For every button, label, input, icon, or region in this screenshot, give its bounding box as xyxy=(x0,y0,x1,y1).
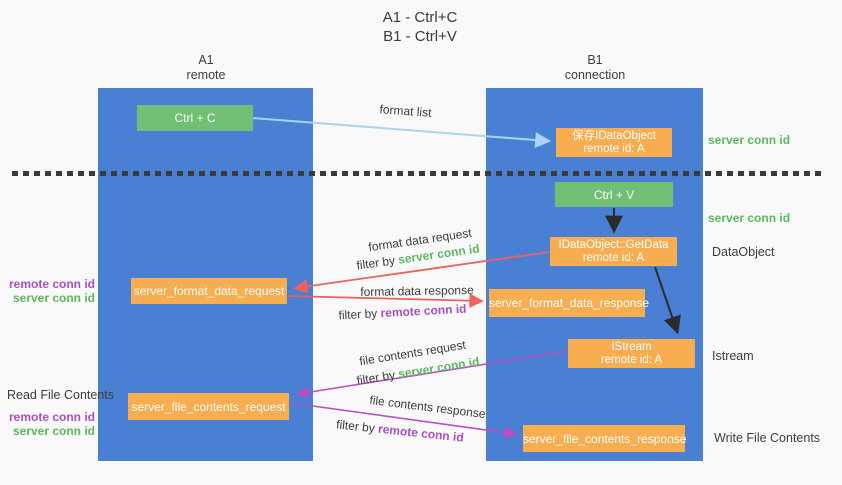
annotation-format-conn-ids: remote conn id server conn id xyxy=(0,277,95,305)
remote-conn-id-key: remote conn id xyxy=(380,301,467,321)
lane-header-a1: A1 remote xyxy=(146,53,266,83)
remote-conn-id-label: remote conn id xyxy=(8,277,95,291)
label-server-conn-id-top: server conn id xyxy=(708,133,791,147)
node-istream-line1: IStream xyxy=(611,340,652,353)
node-file-response-label: server_file_contents_response xyxy=(523,431,687,446)
node-server-file-contents-request: server_file_contents_request xyxy=(128,393,289,420)
node-ctrl-v-label: Ctrl + V xyxy=(593,187,635,202)
node-idataobject-getdata: IDataObject::GetData remote id: A xyxy=(550,237,677,266)
lane-b1-title: B1 xyxy=(587,53,603,67)
diagram-title: A1 - Ctrl+C B1 - Ctrl+V xyxy=(330,8,510,46)
dotted-divider-line xyxy=(12,171,826,176)
label-filter-file-response: filter by remote conn id xyxy=(330,417,471,446)
filter-by-prefix: filter by xyxy=(335,417,379,436)
server-conn-id-label: server conn id xyxy=(12,424,95,438)
lane-a1-subtitle: remote xyxy=(186,68,226,82)
label-server-conn-id-mid: server conn id xyxy=(708,211,791,225)
filter-by-prefix: filter by xyxy=(355,367,400,388)
node-ctrl-c: Ctrl + C xyxy=(137,105,253,131)
node-server-format-data-response: server_format_data_response xyxy=(489,289,650,317)
node-istream: IStream remote id: A xyxy=(568,339,695,368)
label-write-file-contents: Write File Contents xyxy=(714,431,821,445)
node-server-format-data-request: server_format_data_request xyxy=(131,278,287,304)
diagram-title-line2: B1 - Ctrl+V xyxy=(383,28,457,45)
label-filter-format-response: filter by remote conn id xyxy=(335,301,471,323)
label-file-contents-response: file contents response xyxy=(368,392,487,422)
lane-a1-title: A1 xyxy=(198,53,214,67)
node-getdata-line1: IDataObject::GetData xyxy=(558,238,669,251)
filter-by-prefix: filter by xyxy=(338,306,381,323)
diagram-title-line1: A1 - Ctrl+C xyxy=(382,9,458,26)
node-file-request-label: server_file_contents_request xyxy=(131,399,286,414)
remote-conn-id-label: remote conn id xyxy=(8,410,95,424)
node-ctrl-c-label: Ctrl + C xyxy=(174,111,216,125)
annotation-file-conn-ids: remote conn id server conn id xyxy=(0,410,95,438)
node-save-idataobject-line1: 保存IDataObject xyxy=(572,129,656,142)
filter-by-prefix: filter by xyxy=(355,252,400,273)
label-format-list: format list xyxy=(379,102,432,120)
node-save-idataobject-line2: remote id: A xyxy=(583,142,645,155)
label-istream: Istream xyxy=(712,349,754,363)
node-istream-line2: remote id: A xyxy=(600,353,663,366)
label-format-data-response: format data response xyxy=(360,283,474,299)
node-ctrl-v: Ctrl + V xyxy=(555,182,673,207)
node-getdata-line2: remote id: A xyxy=(582,251,645,264)
label-read-file-contents: Read File Contents xyxy=(7,388,115,402)
node-format-response-label: server_format_data_response xyxy=(489,296,650,310)
label-dataobject: DataObject xyxy=(712,245,775,259)
server-conn-id-label: server conn id xyxy=(12,291,95,305)
lane-b1-subtitle: connection xyxy=(564,68,626,82)
node-format-request-label: server_format_data_request xyxy=(133,284,285,298)
node-server-file-contents-response: server_file_contents_response xyxy=(523,425,687,452)
lane-header-b1: B1 connection xyxy=(535,53,655,83)
node-save-idataobject: 保存IDataObject remote id: A xyxy=(556,128,672,157)
remote-conn-id-key: remote conn id xyxy=(377,421,465,445)
